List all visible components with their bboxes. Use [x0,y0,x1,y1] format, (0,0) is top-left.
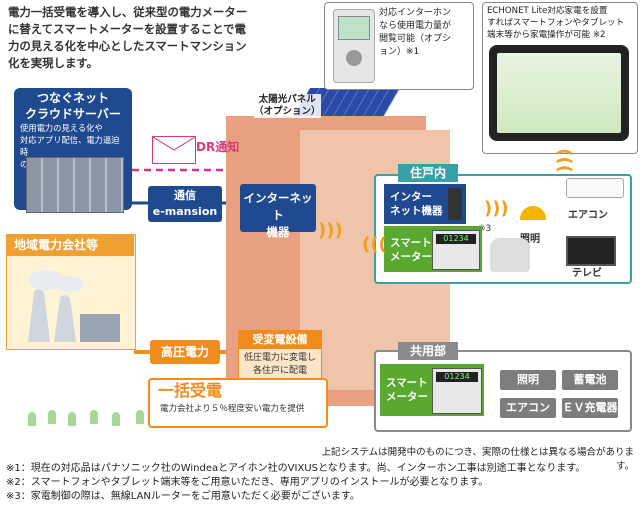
substation-box: 受変電設備 低圧電力に変電し 各住戸に配電 [238,330,322,384]
intercom-device-icon [333,9,375,83]
bulk-receive-box: 一括受電 電力会社より５％程度安い電力を提供 [148,378,328,428]
tv-label: テレビ [572,268,602,279]
substation-desc: 低圧電力に変電し 各住戸に配電 [243,353,316,376]
common-item-ev-charger: ＥＶ充電器 [562,398,618,418]
emansion-box: 通信 e-mansion [148,186,222,222]
regional-power-title: 地域電力会社等 [6,234,134,256]
server-rack-icon [26,157,124,213]
smart-meter-icon: 01234 [432,230,480,270]
aircon-label: エアコン [568,210,608,221]
wifi-icon: ))) [318,220,343,241]
intercom-callout: 対応インターホン なら使用電力量が 閲覧可能（オプシ ョン）※1 [324,2,474,90]
solar-panel-label: 太陽光パネル （オプション） [254,94,321,118]
residence-wifi-icon: ))) [484,198,509,219]
light-icon [520,206,546,220]
high-voltage-box: 高圧電力 [150,340,220,364]
chair-icon [490,238,530,272]
common-item-battery: 蓄電池 [562,370,618,390]
aircon-icon [566,178,624,198]
cloud-server-title: つなぐネット クラウドサーバー [25,91,121,121]
intro-text: 電力一括受電を導入し、従来型の電力メーター に替えてスマートメーターを設置するこ… [8,5,248,70]
residence-meter-digits: 01234 [436,234,476,244]
bulk-receive-desc: 電力会社より５％程度安い電力を提供 [160,404,305,414]
footnote-2: ※2：スマートフォンやタブレット端末等をご用意いただき、専用アプリのインストール… [6,477,489,488]
common-area-tag: 共用部 [398,342,458,360]
common-item-light: 照明 [500,370,556,390]
disclaimer: 上記システムは開発中のものにつき、実際の仕様とは異なる場合があります。 [321,447,634,472]
note3-mark: ※3 [478,224,492,234]
intercom-note: 対応インターホン なら使用電力量が 閲覧可能（オプシ ョン）※1 [379,8,452,57]
trees-decoration [28,408,228,428]
common-item-aircon: エアコン [500,398,556,418]
common-meter-icon: 01234 [432,368,482,414]
common-meter-digits: 01234 [436,372,478,382]
tablet-icon [489,45,629,141]
tablet-wifi-icon: ))) [553,148,575,173]
tv-icon [566,236,616,266]
meter-wifi-icon: ))) [362,234,387,255]
bulk-receive-title: 一括受電 [158,381,223,400]
footnote-1: ※1：現在の対応品はパナソニック社のWindeaとアイホン社のVIXUSとなりま… [6,463,586,474]
residence-tag: 住戸内 [398,164,458,182]
dr-notice-label: DR通知 [196,140,240,154]
envelope-icon [152,136,196,164]
echonet-note: ECHONET Lite対応家電を設置 すればスマートフォンやタブレット 端末等… [487,6,625,40]
footnote-3: ※3：家電制御の際は、無線LANルーターをご用意いただく必要がございます。 [6,491,360,502]
echonet-callout: ECHONET Lite対応家電を設置 すればスマートフォンやタブレット 端末等… [482,2,638,154]
substation-title: 受変電設備 [239,331,321,349]
emansion-line1: 通信 [174,189,196,202]
router-icon [448,188,462,220]
emansion-line2: e-mansion [152,205,218,218]
power-plant-icon [28,270,120,342]
internet-device-box: インターネット 機器 [240,184,316,239]
light-label: 照明 [520,234,540,245]
